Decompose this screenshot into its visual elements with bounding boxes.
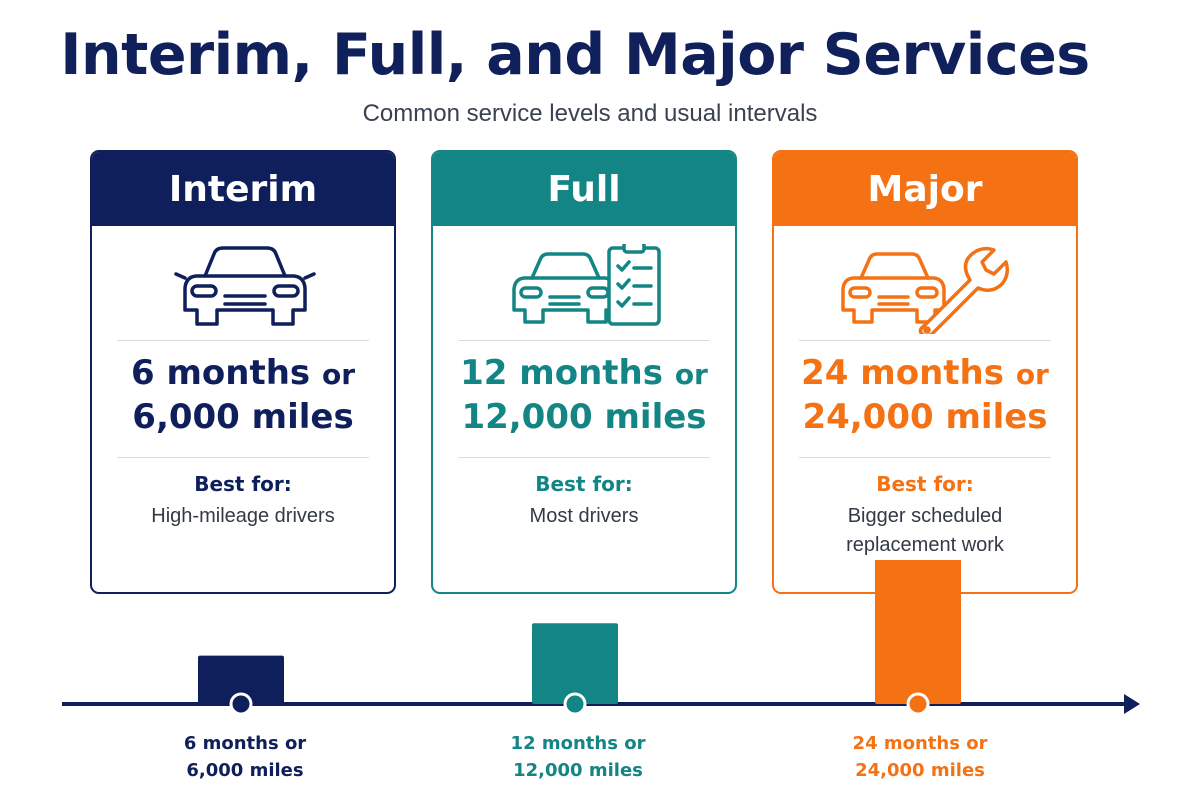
timeline-label-major: 24 months or 24,000 miles <box>810 730 1030 784</box>
card-interval-major: 24 months or 24,000 miles <box>774 352 1076 439</box>
card-header-major: Major <box>774 152 1076 226</box>
timeline-bar-full <box>532 623 618 704</box>
timeline-label-full: 12 months or 12,000 miles <box>468 730 688 784</box>
timeline-bar-major <box>875 560 961 704</box>
car-checklist-icon <box>433 240 735 334</box>
timeline-arrow-icon <box>1124 694 1140 714</box>
best-for-label: Best for: <box>876 472 974 496</box>
timeline-label-line-1: 24 months or <box>852 733 988 754</box>
card-interval-full: 12 months or 12,000 miles <box>433 352 735 439</box>
card-header-full: Full <box>433 152 735 226</box>
card-divider <box>799 340 1051 341</box>
timeline-label-line-2: 12,000 miles <box>513 760 643 781</box>
interval-or: or <box>674 358 708 391</box>
card-divider <box>458 340 710 341</box>
best-for-label: Best for: <box>194 472 292 496</box>
interval-or: or <box>321 358 356 391</box>
page-title: Interim, Full, and Major Services <box>60 22 1090 88</box>
interval-months: 12 months <box>460 353 663 393</box>
card-divider <box>117 340 369 341</box>
interval-miles: 6,000 miles <box>132 397 354 437</box>
card-divider <box>799 457 1051 458</box>
card-interim: Interim 6 months or 6,000 miles Best for… <box>90 150 396 594</box>
timeline-label-line-2: 6,000 miles <box>186 760 304 781</box>
best-for-line-1: Most drivers <box>529 505 639 527</box>
timeline-label-interim: 6 months or 6,000 miles <box>135 730 355 784</box>
interval-months: 6 months <box>130 353 311 393</box>
page-subtitle: Common service levels and usual interval… <box>362 100 818 127</box>
card-header-interim: Interim <box>92 152 394 226</box>
timeline-label-line-2: 24,000 miles <box>855 760 985 781</box>
interval-miles: 24,000 miles <box>802 397 1048 437</box>
car-icon <box>92 244 394 334</box>
timeline-label-line-1: 12 months or <box>510 733 646 754</box>
timeline-marker-interim <box>229 692 253 716</box>
interval-miles: 12,000 miles <box>461 397 707 437</box>
card-interval-interim: 6 months or 6,000 miles <box>92 352 394 439</box>
best-for-line-1: High-mileage drivers <box>151 505 335 527</box>
best-for-description: Most drivers <box>433 502 735 531</box>
timeline-label-line-1: 6 months or <box>183 733 307 754</box>
best-for-description: Bigger scheduled replacement work <box>774 502 1076 560</box>
interval-months: 24 months <box>801 353 1004 393</box>
timeline-bar-interim <box>198 655 284 704</box>
card-divider <box>458 457 710 458</box>
car-wrench-icon <box>774 244 1076 338</box>
interval-or: or <box>1015 358 1049 391</box>
best-for-label: Best for: <box>535 472 633 496</box>
timeline-marker-major <box>906 692 930 716</box>
best-for-line-2: replacement work <box>846 534 1004 556</box>
best-for-line-1: Bigger scheduled <box>847 505 1003 527</box>
card-divider <box>117 457 369 458</box>
timeline-marker-full <box>563 692 587 716</box>
best-for-description: High-mileage drivers <box>92 502 394 531</box>
card-major: Major 24 months or 24,000 miles Best for… <box>772 150 1078 594</box>
card-full: Full 12 months or 12,000 m <box>431 150 737 594</box>
timeline-chart <box>62 560 1140 716</box>
